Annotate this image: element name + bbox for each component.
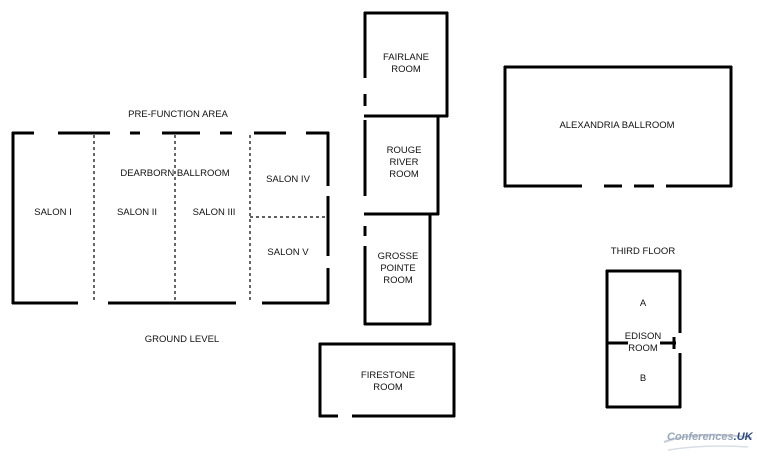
fairlane-label-2: ROOM — [391, 64, 421, 75]
rouge-label-2: RIVER — [389, 157, 418, 168]
fairlane-label-1: FAIRLANE — [383, 52, 429, 63]
edison-room — [605, 269, 682, 409]
dearborn-label: DEARBORN BALLROOM — [120, 168, 229, 179]
salon1-label: SALON I — [34, 207, 72, 218]
ground-level-label: GROUND LEVEL — [145, 334, 219, 345]
salon3-label: SALON III — [193, 207, 236, 218]
salon4-label: SALON IV — [266, 174, 310, 185]
fairlane-room — [363, 11, 449, 118]
logo-swoosh-icon — [663, 433, 753, 443]
dearborn-ballroom — [11, 131, 330, 305]
alexandria-ballroom — [503, 65, 733, 188]
firestone-label-1: FIRESTONE — [361, 370, 415, 381]
firestone-label-2: ROOM — [373, 382, 403, 393]
grosse-label-2: POINTE — [380, 263, 415, 274]
grosse-pointe-room — [363, 214, 432, 326]
pre-function-label: PRE-FUNCTION AREA — [128, 109, 228, 120]
rouge-river-room — [363, 116, 440, 216]
svg-text:Conferences.UK: Conferences.UK — [667, 431, 754, 443]
third-floor-label: THIRD FLOOR — [611, 246, 676, 257]
logo-swoosh-icon-2 — [667, 445, 749, 451]
edison-a-label: A — [640, 298, 647, 309]
salon5-label: SALON V — [267, 247, 309, 258]
edison-label-2: ROOM — [628, 343, 658, 354]
rouge-label-3: ROOM — [389, 169, 419, 180]
rouge-label-1: ROUGE — [387, 145, 422, 156]
logo-dot: . — [734, 431, 737, 443]
edison-b-label: B — [640, 373, 646, 384]
conferences-uk-logo: Conferences.UK — [663, 431, 754, 451]
logo-text: Conferences — [667, 431, 734, 443]
grosse-label-3: ROOM — [383, 275, 413, 286]
alexandria-label: ALEXANDRIA BALLROOM — [559, 120, 674, 131]
edison-label-1: EDISON — [625, 331, 662, 342]
grosse-label-1: GROSSE — [378, 251, 419, 262]
logo-suffix: UK — [737, 431, 754, 443]
firestone-room — [318, 342, 456, 418]
salon2-label: SALON II — [117, 207, 157, 218]
